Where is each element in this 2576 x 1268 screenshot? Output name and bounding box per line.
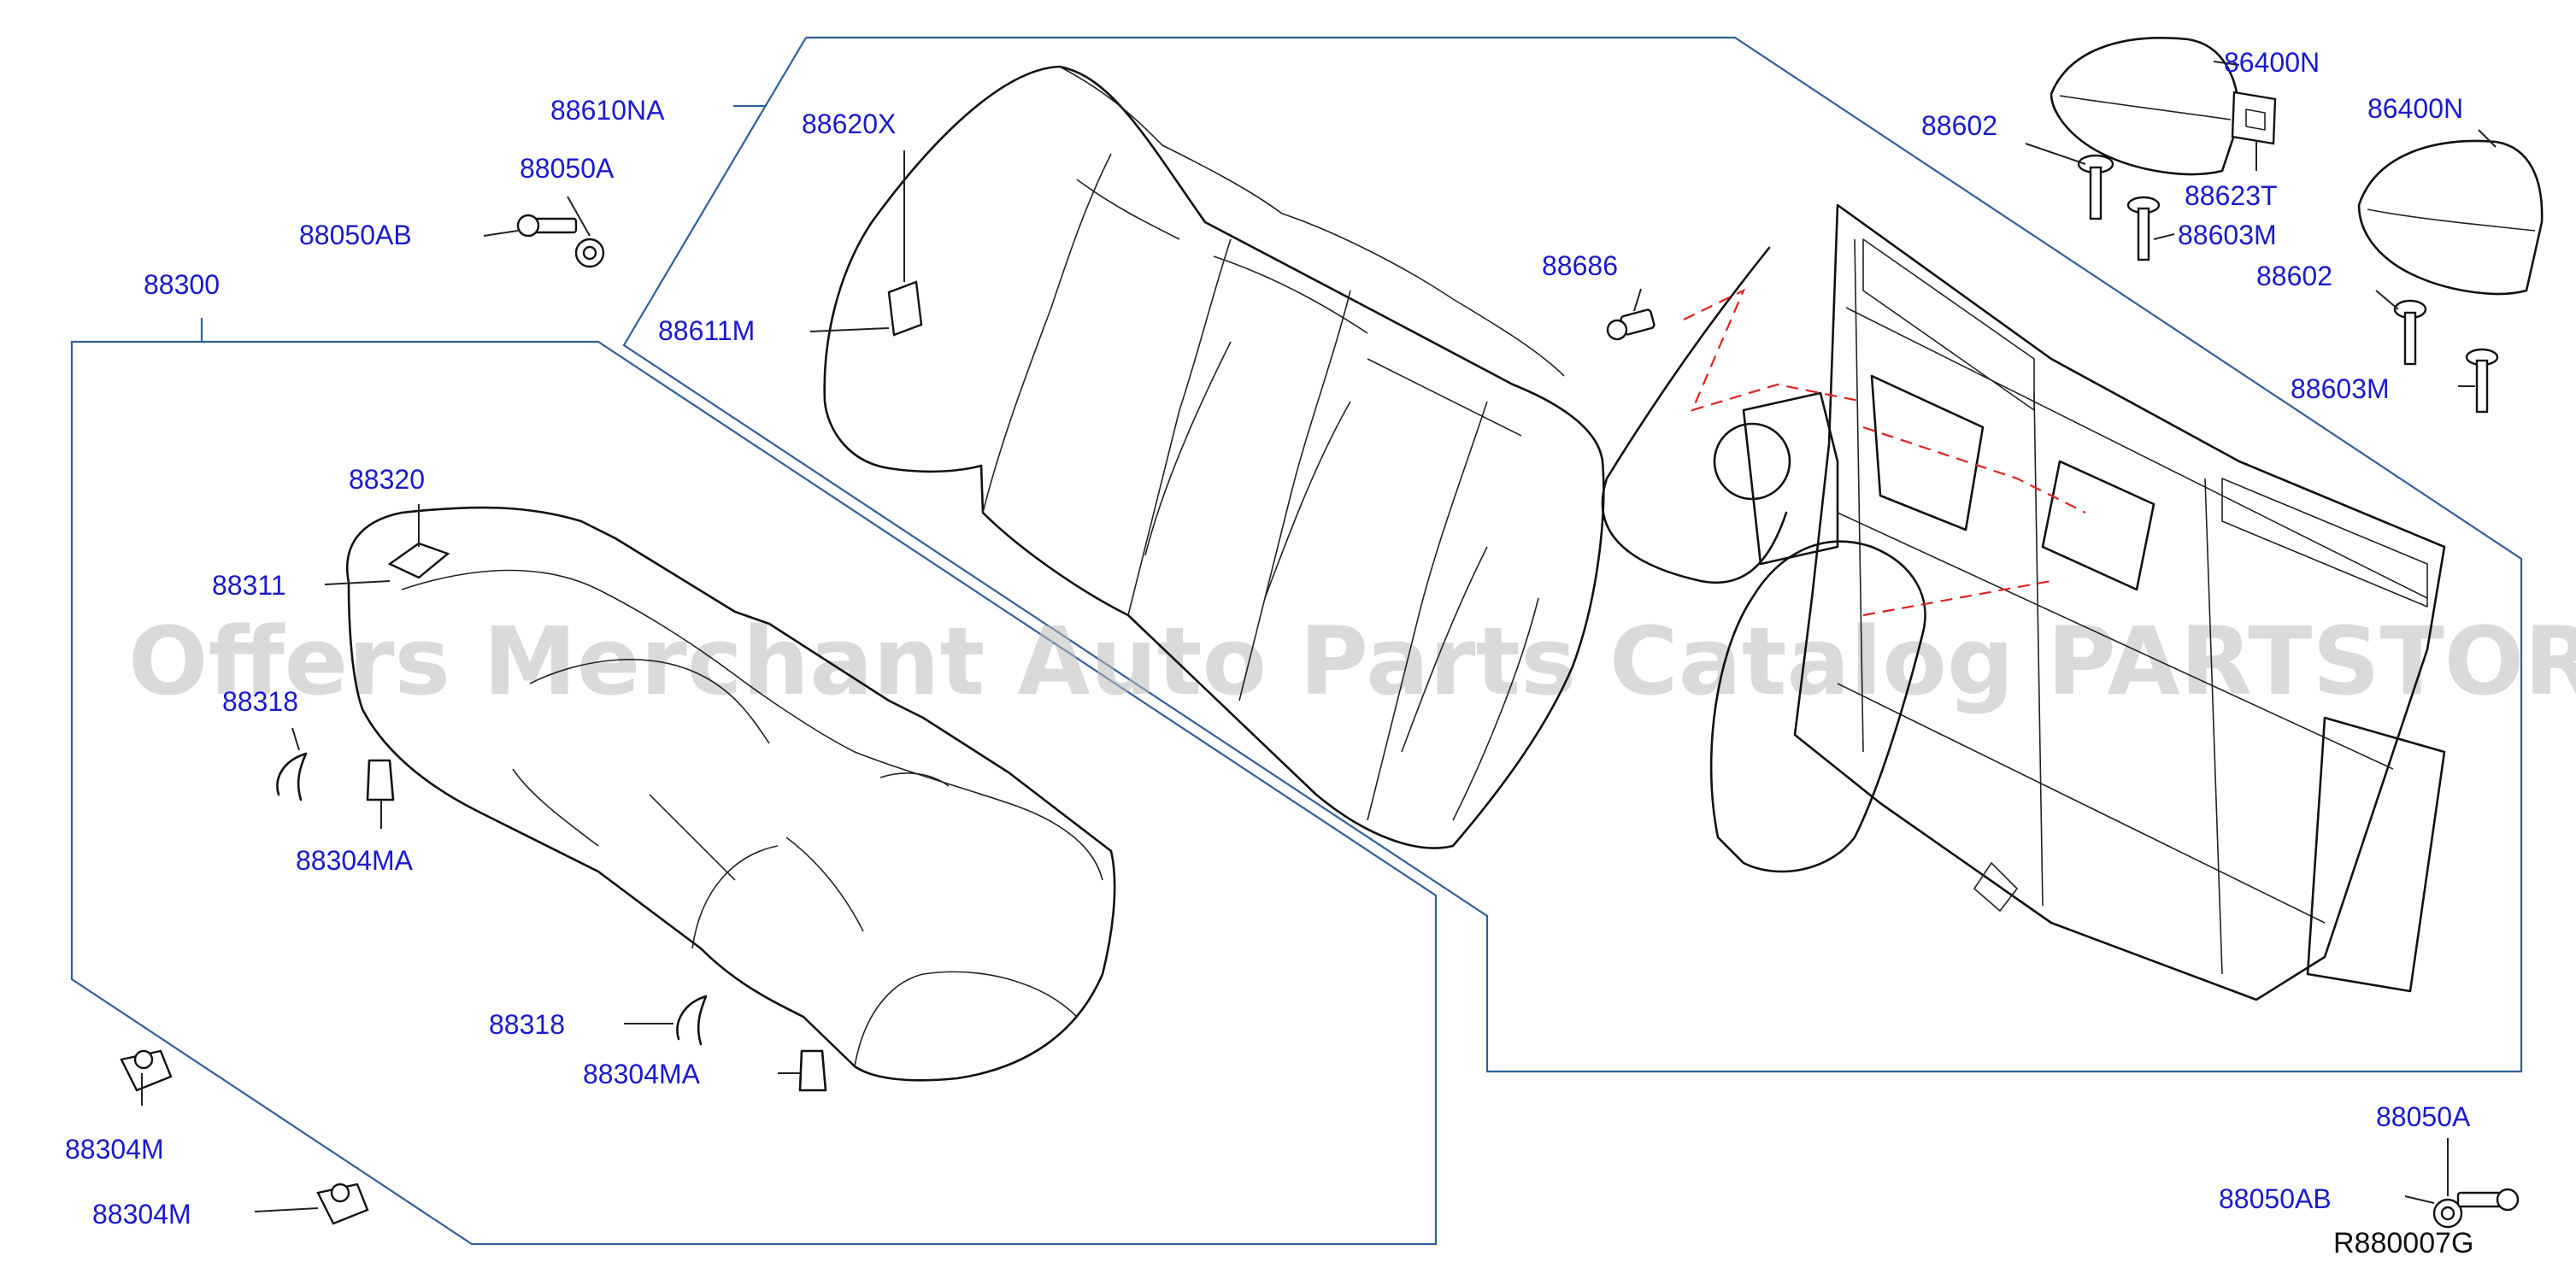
nut-88050A-bottom xyxy=(2432,1198,2463,1229)
label-88300[interactable]: 88300 xyxy=(144,269,220,300)
nut-88050A-top xyxy=(574,238,605,268)
headrest-guide-88602-b xyxy=(2393,299,2427,366)
seat-back-assembly xyxy=(823,65,1605,849)
hook-88318-center xyxy=(676,995,708,1046)
headrest-86400N-b xyxy=(2357,139,2544,296)
bolt-88050AB-bottom xyxy=(2456,1188,2520,1212)
label-tag-88611M xyxy=(887,280,923,337)
label-88304M-a[interactable]: 88304M xyxy=(65,1134,164,1165)
label-86400N-a[interactable]: 86400N xyxy=(2224,47,2320,78)
watermark: Offers Merchant Auto Parts Catalog PARTS… xyxy=(128,607,2576,716)
label-88602-a[interactable]: 88602 xyxy=(1921,110,1997,141)
label-88318-left[interactable]: 88318 xyxy=(222,686,298,717)
label-88311[interactable]: 88311 xyxy=(212,570,286,601)
label-88320[interactable]: 88320 xyxy=(349,464,425,495)
label-88686[interactable]: 88686 xyxy=(1542,250,1618,281)
label-tag-88311 xyxy=(387,542,450,579)
seat-cushion-group-frame xyxy=(70,340,1438,1246)
label-88304MA-left[interactable]: 88304MA xyxy=(296,845,414,876)
clip-88304M-a xyxy=(120,1049,173,1092)
headrest-guide-88602-a xyxy=(2077,154,2114,220)
label-88050AB-top[interactable]: 88050AB xyxy=(299,220,412,250)
hook-88318-left xyxy=(276,752,308,801)
guide-88686 xyxy=(1683,288,2086,617)
bolt-88050AB-top xyxy=(516,214,578,238)
label-88318-center[interactable]: 88318 xyxy=(489,1009,565,1040)
clip-88304MA-center xyxy=(798,1049,827,1092)
leader-lines xyxy=(141,61,2497,1212)
label-88050A-top[interactable]: 88050A xyxy=(520,153,615,184)
clip-88304MA-left xyxy=(366,759,395,801)
seat-back-frame xyxy=(1601,203,2446,1001)
headrest-86400N-a xyxy=(2050,37,2241,176)
label-88050A-bottom[interactable]: 88050A xyxy=(2376,1101,2471,1132)
headrest-guide-88603M-a xyxy=(2126,196,2161,261)
label-86400N-b[interactable]: 86400N xyxy=(2367,93,2463,124)
label-88603M-b[interactable]: 88603M xyxy=(2291,373,2390,404)
label-88304MA-center[interactable]: 88304MA xyxy=(583,1059,701,1089)
label-88603M-a[interactable]: 88603M xyxy=(2178,220,2277,250)
diagram-code: R880007G xyxy=(2333,1227,2473,1259)
label-88050AB-bottom[interactable]: 88050AB xyxy=(2219,1183,2332,1214)
seat-back-group-frame xyxy=(622,36,2523,1073)
headrest-guide-88603M-b xyxy=(2465,348,2499,414)
seat-cushion-assembly xyxy=(346,506,1116,1082)
label-88304M-b[interactable]: 88304M xyxy=(92,1199,191,1230)
clip-88304M-b xyxy=(316,1183,369,1225)
clip-88623T xyxy=(2231,91,2277,145)
label-88623T[interactable]: 88623T xyxy=(2185,180,2278,211)
label-88620X[interactable]: 88620X xyxy=(802,109,896,139)
label-88611M[interactable]: 88611M xyxy=(658,315,755,346)
label-88610NA[interactable]: 88610NA xyxy=(550,95,665,126)
fastener-88686 xyxy=(1606,308,1656,341)
label-88602-b[interactable]: 88602 xyxy=(2256,261,2332,291)
